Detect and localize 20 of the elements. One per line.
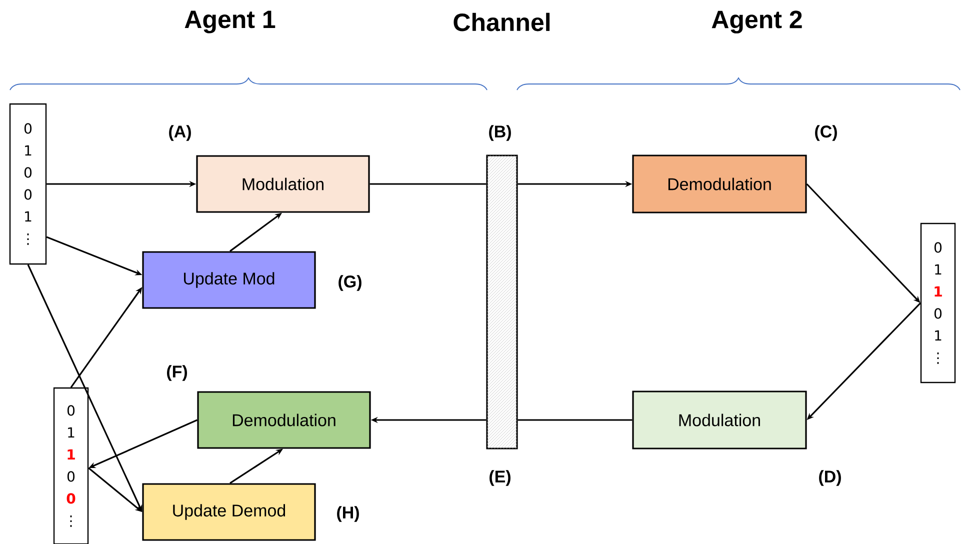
- section-heading: Agent 2: [712, 10, 802, 34]
- section-heading: Agent 1: [184, 10, 276, 34]
- step-label: (D): [819, 470, 841, 486]
- step-label: (E): [490, 470, 510, 486]
- bit-sequence: 0 1 1 0 1 ⋮: [920, 222, 956, 384]
- step-label: (A): [169, 125, 191, 141]
- step-label: (B): [489, 125, 511, 141]
- process-box: Modulation: [196, 155, 370, 213]
- process-box: Modulation: [632, 390, 807, 450]
- step-label: (F): [167, 365, 187, 381]
- section-heading: Channel: [454, 12, 550, 32]
- process-box: Update Mod: [142, 251, 316, 309]
- step-label: (G): [338, 275, 362, 291]
- process-box: Update Demod: [142, 483, 316, 541]
- process-box: Demodulation: [197, 391, 371, 449]
- step-label: (C): [815, 125, 837, 141]
- bit-sequence: 0 1 1 0 0 ⋮: [53, 387, 89, 544]
- bit-sequence: 0 1 0 0 1 ⋮: [9, 103, 47, 265]
- process-box: Demodulation: [632, 154, 807, 214]
- step-label: (H): [337, 506, 359, 522]
